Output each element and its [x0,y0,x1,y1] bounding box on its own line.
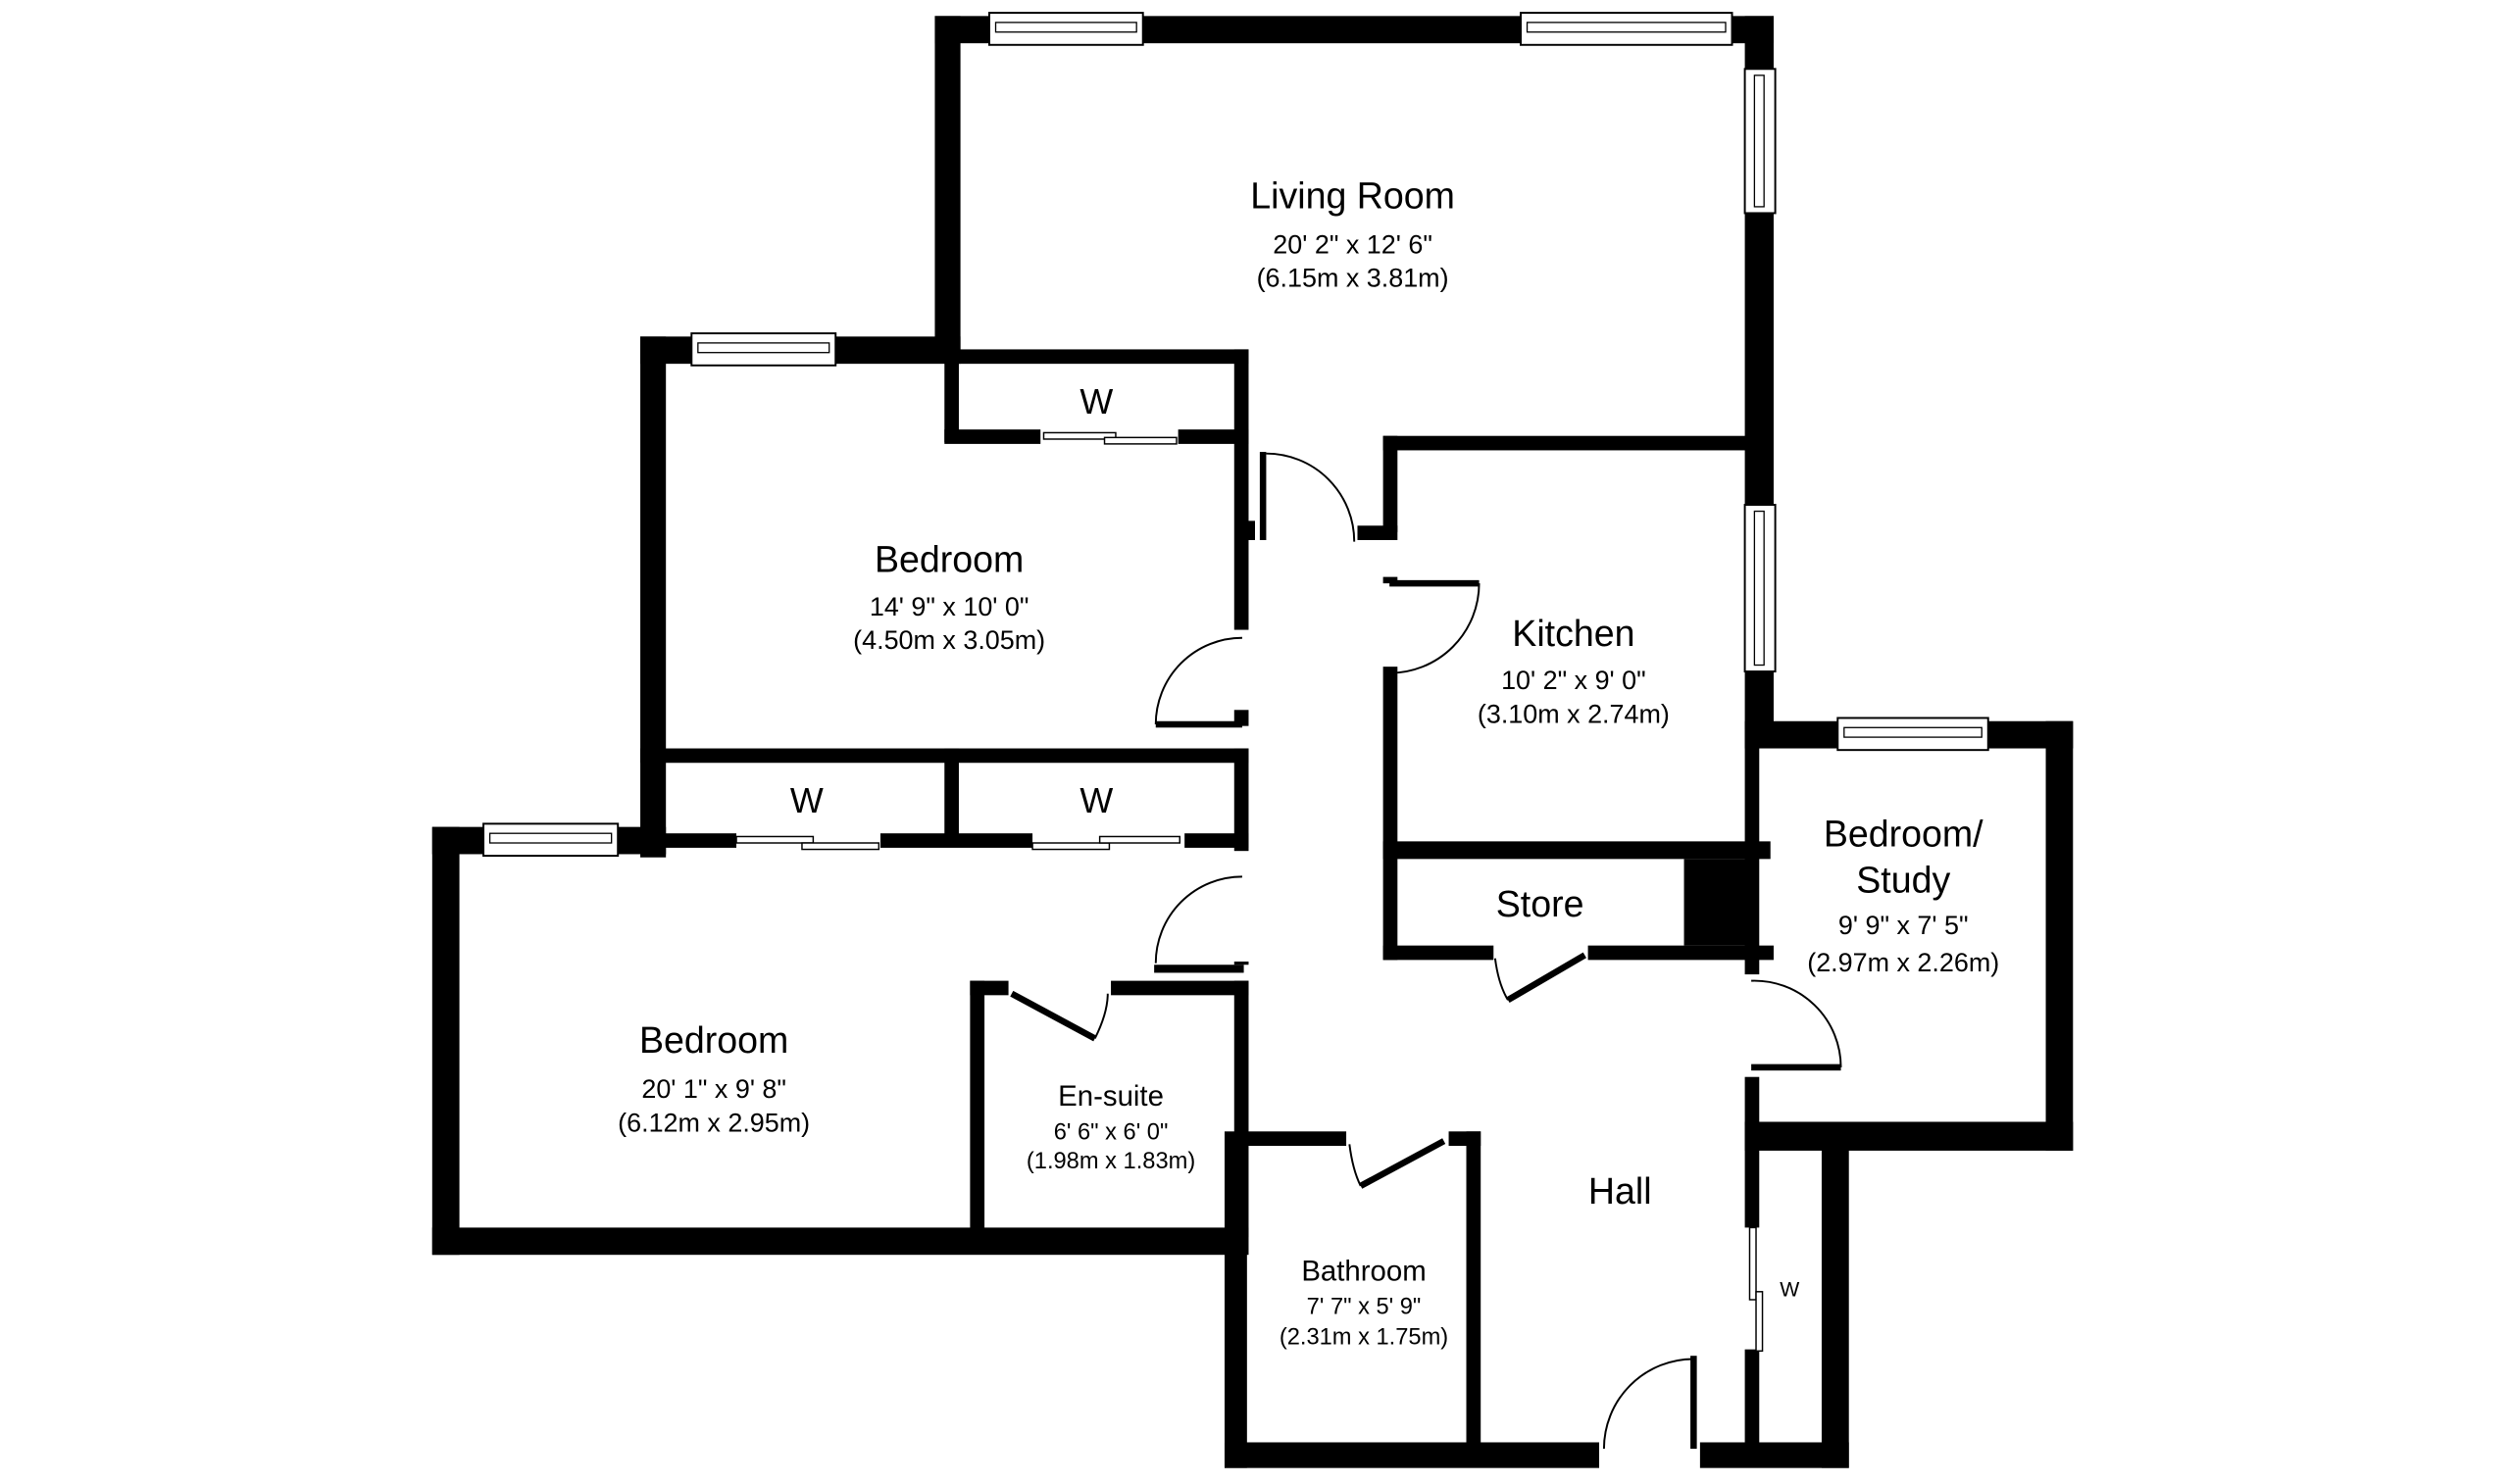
doors [1010,452,1842,1450]
window-living-top-right [1520,12,1733,46]
sliding-doors [735,431,1764,1353]
room-name: Bathroom [1301,1255,1426,1287]
room-bedroom-2: Bedroom 20' 1" x 9' 8" (6.12m x 2.95m) [618,1019,810,1137]
walls [431,16,2074,1468]
room-dimensions-metric: (3.10m x 2.74m) [1478,699,1670,728]
room-dimensions-imperial: 14' 9" x 10' 0" [870,592,1029,621]
windows [482,12,1989,858]
room-dimensions-imperial: 7' 7" x 5' 9" [1307,1295,1422,1320]
room-dimensions-imperial: 6' 6" x 6' 0" [1054,1119,1169,1145]
wardrobe-labels: W W W W [790,381,1799,1302]
room-name: Bedroom [639,1019,788,1061]
room-name: Store [1496,883,1584,924]
room-dimensions-imperial: 20' 2" x 12' 6" [1273,229,1432,259]
room-dimensions-metric: (6.15m x 3.81m) [1257,264,1449,293]
window-bedroom1-top [690,332,837,367]
room-dimensions-imperial: 20' 1" x 9' 8" [641,1074,786,1104]
room-dimensions-imperial: 10' 2" x 9' 0" [1501,666,1646,695]
window-study-top [1836,717,1989,752]
room-dimensions-imperial: 9' 9" x 7' 5" [1838,911,1969,940]
room-name: Hall [1588,1170,1652,1212]
room-name: Living Room [1250,175,1455,217]
room-dimensions-metric: (1.98m x 1.83m) [1027,1149,1195,1174]
room-dimensions-metric: (2.31m x 1.75m) [1280,1325,1448,1351]
room-en-suite: En-suite 6' 6" x 6' 0" (1.98m x 1.83m) [1027,1080,1195,1174]
room-bedroom-study: Bedroom/ Study 9' 9" x 7' 5" (2.97m x 2.… [1807,813,1999,977]
room-bedroom-1: Bedroom 14' 9" x 10' 0" (4.50m x 3.05m) [853,539,1045,656]
room-name: Kitchen [1512,613,1634,654]
wardrobe-label: W [790,780,824,820]
room-kitchen: Kitchen 10' 2" x 9' 0" (3.10m x 2.74m) [1478,613,1670,729]
room-dimensions-metric: (6.12m x 2.95m) [618,1108,810,1137]
room-bathroom: Bathroom 7' 7" x 5' 9" (2.31m x 1.75m) [1280,1255,1448,1350]
room-dimensions-metric: (2.97m x 2.26m) [1807,948,1999,977]
room-name: En-suite [1058,1080,1164,1113]
room-dimensions-metric: (4.50m x 3.05m) [853,625,1045,655]
window-bedroom2-top [482,822,620,858]
room-name-line2: Study [1856,860,1950,901]
window-living-right [1743,68,1777,215]
room-name: Bedroom [875,539,1024,580]
room-living-room: Living Room 20' 2" x 12' 6" (6.15m x 3.8… [1250,175,1455,293]
room-name-line1: Bedroom/ [1824,813,1983,854]
room-hall: Hall [1588,1170,1652,1212]
wardrobe-label: W [1780,1279,1799,1302]
window-living-top-left [987,12,1144,46]
wardrobe-label: W [1079,381,1113,421]
room-store: Store [1496,883,1584,924]
window-kitchen-right [1743,504,1777,673]
wardrobe-label: W [1079,780,1113,820]
